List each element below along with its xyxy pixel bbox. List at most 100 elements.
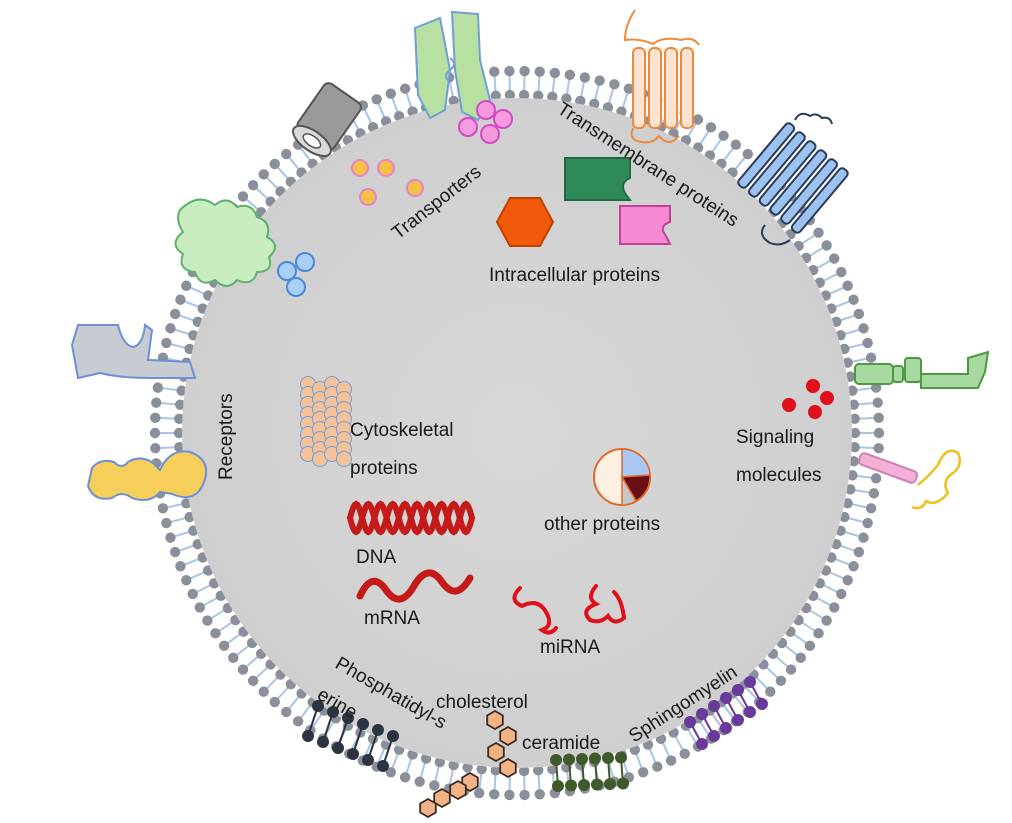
lipid-tail — [857, 387, 872, 392]
lipid-head-outer — [868, 488, 880, 499]
lipid-tail — [635, 754, 643, 768]
lipid-head-outer — [873, 427, 885, 439]
lipid-tail — [817, 260, 831, 269]
phosphatidylserine-lipids — [302, 700, 399, 772]
lipid-tail — [711, 139, 722, 152]
lipid-tail — [699, 131, 710, 144]
lipid-tail — [829, 571, 844, 580]
intracellular-protein-pink — [619, 205, 672, 245]
signaling-molecules-dots — [782, 379, 834, 419]
receptor-yellow — [86, 450, 208, 501]
cargo-molecules-yellow — [351, 159, 424, 206]
lipid-head-outer — [281, 148, 292, 160]
lipid-tail — [823, 273, 838, 282]
lipid-tail — [179, 314, 194, 322]
label-signaling-line2: molecules — [736, 465, 822, 486]
transporter-protein-green-left — [174, 198, 276, 287]
lipid-tail — [675, 736, 684, 750]
lipid-head-outer — [679, 748, 690, 760]
lipid-head-outer — [870, 382, 882, 393]
lipid-head-outer — [665, 755, 677, 766]
lipid-head-outer — [489, 66, 500, 77]
lipid-tail — [845, 531, 860, 538]
lipid-tail — [848, 343, 864, 349]
ion-channel-grey — [292, 82, 362, 157]
sphingomyelin-lipids — [684, 676, 768, 750]
lipid-head — [312, 700, 324, 712]
lipid-tail — [300, 148, 311, 161]
lipid-head — [317, 736, 329, 748]
lipid-head-inner — [504, 89, 516, 101]
lipid-tail — [179, 544, 194, 552]
lipid-head — [327, 706, 339, 718]
lipid-tail — [852, 503, 867, 509]
lipid-head-outer — [489, 789, 500, 800]
lipid-tail — [256, 667, 268, 679]
lipid-head-outer — [169, 308, 181, 320]
lipid-head-inner — [561, 93, 572, 104]
lipid-head-outer — [564, 69, 576, 81]
lipid-head-outer — [150, 442, 161, 454]
lipid-head — [302, 730, 314, 742]
lipid-head-outer — [152, 382, 164, 393]
lipid-head-inner — [849, 427, 861, 439]
lipid-head-outer — [829, 253, 840, 264]
lipid-tail — [859, 446, 874, 449]
lipid-head — [591, 778, 603, 791]
lipid-head-outer — [813, 628, 824, 639]
membrane-protein-green-right — [854, 350, 990, 389]
lipid-tail — [420, 763, 426, 778]
lipid-head-outer — [652, 761, 663, 772]
actin-bead — [336, 451, 352, 467]
lipid-tail — [580, 82, 585, 97]
lipid-tail — [170, 343, 186, 349]
lipid-head — [744, 676, 756, 688]
lipid-head-outer — [858, 323, 869, 334]
lipid-head-outer — [519, 65, 530, 77]
lipid-tail — [190, 571, 205, 580]
lipid-head-inner — [849, 413, 860, 425]
lipid-tail — [162, 387, 177, 392]
label-mrna: mRNA — [364, 608, 420, 629]
lipid-tail — [594, 85, 600, 100]
lipid-head-outer — [865, 503, 877, 514]
label-other-proteins: other proteins — [544, 514, 660, 535]
label-signaling-line1: Signaling — [736, 427, 814, 448]
lipid-head-outer — [829, 602, 840, 613]
lipid-head-outer — [385, 88, 397, 99]
lipid-head-outer — [534, 66, 545, 77]
lipid-head-outer — [821, 240, 832, 251]
lipid-head — [342, 712, 354, 724]
lipid-head-outer — [872, 397, 883, 408]
lipid-head-outer — [258, 169, 269, 180]
lipid-head-inner — [476, 763, 487, 775]
lipid-head-outer — [175, 294, 186, 305]
lipid-head-outer — [858, 532, 869, 543]
lipid-tail — [493, 76, 497, 91]
lipid-tail — [190, 286, 205, 295]
lipid-head-outer — [399, 772, 411, 783]
lipid-tail — [662, 742, 670, 757]
lipid-head-outer — [870, 473, 882, 484]
lipid-head — [720, 722, 732, 734]
lipid-head-outer — [765, 686, 776, 697]
lipid-head-inner — [847, 385, 858, 396]
lipid-head-outer — [594, 75, 605, 86]
lipid-head-outer — [692, 114, 704, 125]
lipid-tail — [184, 300, 199, 308]
lipid-head-outer — [637, 767, 649, 778]
cargo-molecules-blue — [277, 252, 315, 297]
lipid-head-outer — [842, 280, 853, 291]
lipid-head-outer — [862, 517, 873, 529]
intracellular-protein-orange — [495, 197, 555, 247]
lipid-head — [332, 742, 344, 754]
lipid-head-outer — [853, 546, 865, 558]
lipid-head-outer — [165, 323, 176, 334]
lipid-tail — [434, 766, 440, 781]
lipid-tail — [859, 417, 874, 420]
lipid-head — [372, 724, 384, 736]
lipid-head-inner — [176, 385, 187, 396]
lipid-head-outer — [151, 397, 162, 408]
lipid-head-outer — [399, 83, 411, 94]
intracellular-protein-green — [564, 157, 633, 201]
